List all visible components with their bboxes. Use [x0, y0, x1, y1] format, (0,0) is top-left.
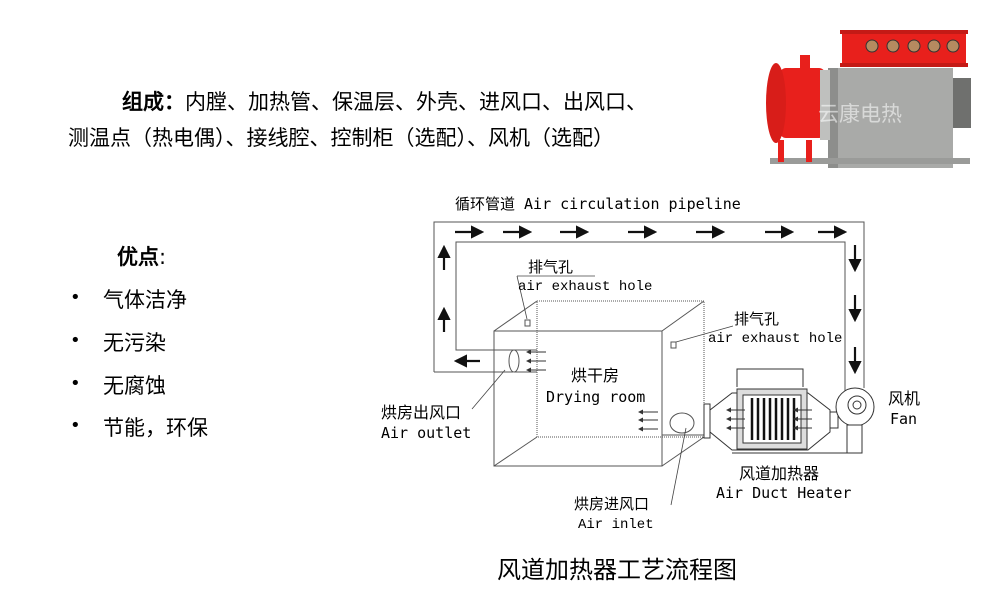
exhaust-hole-label-en: air exhaust hole — [518, 279, 652, 295]
leader-lines — [471, 275, 734, 506]
heater-air-arrows — [726, 407, 812, 431]
bullet-icon: • — [70, 287, 81, 308]
composition-line-1: 组成：内膛、加热管、保温层、外壳、进风口、出风口、 — [122, 86, 647, 116]
advantage-item: 气体洁净 — [103, 288, 187, 312]
pipeline-label: 循环管道 Air circulation pipeline — [455, 195, 741, 213]
advantages-colon: : — [159, 245, 167, 269]
air-outlet-label-en: Air outlet — [381, 424, 471, 442]
drying-room-label-en: Drying room — [546, 388, 645, 406]
composition-label: 组成： — [122, 90, 185, 114]
air-duct-heater — [703, 368, 862, 454]
diagram-caption: 风道加热器工艺流程图 — [497, 556, 737, 584]
fan-label-en: Fan — [890, 410, 917, 428]
flow-arrows — [437, 225, 862, 375]
bullet-icon: • — [70, 330, 81, 351]
air-inlet-label-cn: 烘房进风口 — [574, 496, 649, 514]
drying-room-label-cn: 烘干房 — [571, 367, 619, 386]
exhaust-hole-label-cn: 排气孔 — [528, 259, 573, 277]
bullet-icon: • — [70, 415, 81, 436]
advantage-item: 节能，环保 — [103, 416, 208, 440]
heater-label-en: Air Duct Heater — [716, 484, 851, 502]
fan-label-cn: 风机 — [888, 390, 920, 409]
advantages-label: 优点 — [117, 245, 159, 269]
advantage-item: 无污染 — [103, 331, 166, 355]
room-air-arrows — [526, 349, 658, 432]
exhaust-hole-label-en: air exhaust hole — [708, 331, 842, 347]
fan-icon — [835, 387, 875, 454]
heater-photo — [766, 30, 971, 168]
heater-label-cn: 风道加热器 — [739, 465, 819, 484]
composition-text-2: 测温点（热电偶）、接线腔、控制柜（选配）、风机（选配） — [68, 126, 614, 150]
advantages-heading: 优点: — [117, 241, 166, 271]
composition-text-1: 内膛、加热管、保温层、外壳、进风口、出风口、 — [185, 90, 647, 114]
advantage-item: 无腐蚀 — [103, 374, 166, 398]
bullet-icon: • — [70, 373, 81, 394]
exhaust-hole-label-cn: 排气孔 — [734, 311, 779, 329]
air-outlet-label-cn: 烘房出风口 — [381, 404, 461, 423]
photo-watermark: 云康电热 — [818, 102, 902, 126]
circulation-pipeline — [433, 221, 865, 393]
drying-room-box — [493, 300, 705, 467]
air-inlet-label-en: Air inlet — [578, 517, 654, 533]
